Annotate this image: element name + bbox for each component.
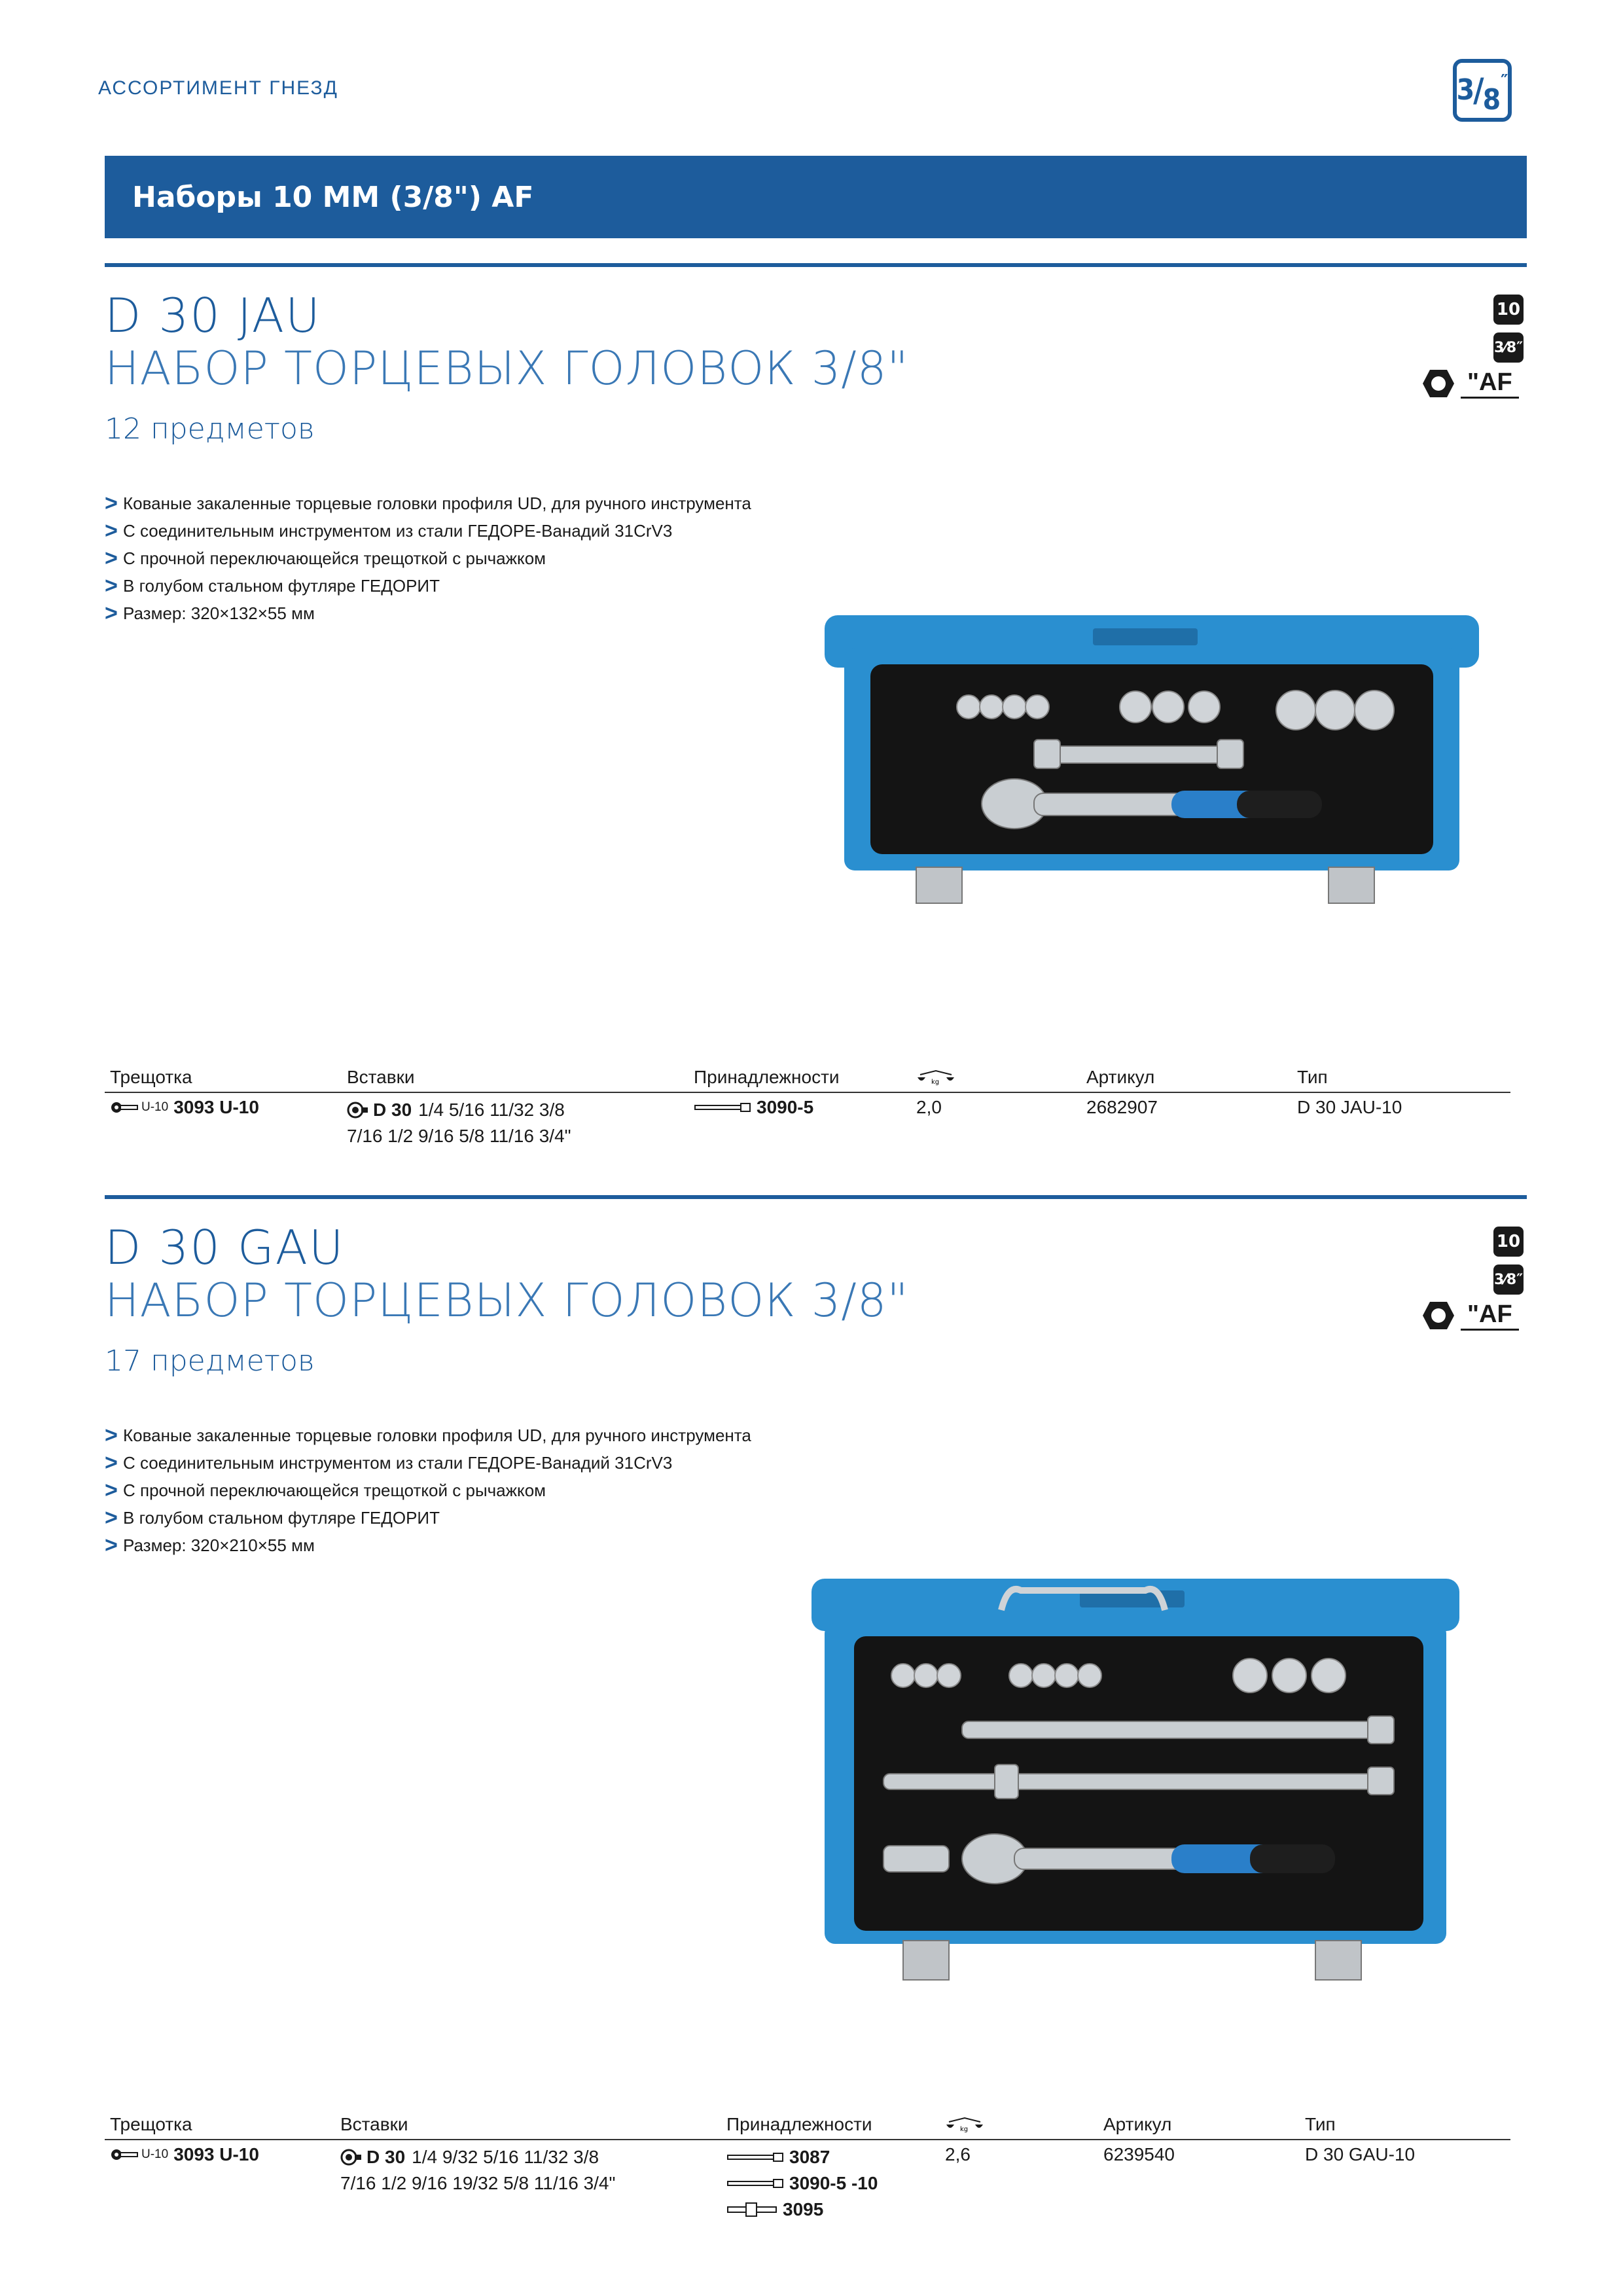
- table-cell-inserts: D 30 1/4 9/32 5/16 11/32 3/8 7/16 1/2 9/…: [340, 2147, 616, 2193]
- table-header-rule: [105, 1092, 1510, 1093]
- feature-list: >Кованые закаленные торцевые головки про…: [105, 1422, 751, 1559]
- table-cell-weight: 2,0: [916, 1097, 942, 1117]
- accessory-item: 3087: [726, 2144, 878, 2170]
- svg-text:kg: kg: [960, 2126, 968, 2133]
- col-header-article: Артикул: [1086, 1067, 1155, 1087]
- product-model: D 30 JAU: [105, 288, 321, 343]
- accessory-item: 3095: [726, 2197, 878, 2223]
- accessory-item: 3090-5 -10: [726, 2170, 878, 2197]
- af-label: "AF: [1461, 1300, 1519, 1331]
- col-header-article: Артикул: [1103, 2114, 1172, 2134]
- arrow-icon: >: [105, 1423, 118, 1448]
- spec-badges: 10: [1493, 295, 1524, 325]
- table-cell-ratchet: U-10 3093 U-10: [110, 2144, 259, 2165]
- socket-icon: [340, 2149, 361, 2166]
- extension-bar-icon: [694, 1103, 751, 1112]
- drive-badge: 3⁄8″: [1493, 332, 1524, 363]
- ratchet-icon: [111, 2149, 138, 2160]
- product-photo: [812, 1579, 1459, 1981]
- feature-item: >Кованые закаленные торцевые головки про…: [105, 1423, 751, 1448]
- extension-bar-icon: [727, 2179, 783, 2188]
- feature-item: >С прочной переключающейся трещоткой с р…: [105, 1478, 546, 1503]
- table-cell-accessories: 3087 3090-5 -10 3095: [726, 2144, 878, 2223]
- product-divider: [105, 1195, 1527, 1199]
- svg-text:kg: kg: [931, 1079, 939, 1086]
- size-badge: 10: [1493, 1227, 1524, 1257]
- extension-bar-icon: [727, 2153, 783, 2162]
- col-header-accessories: Принадлежности: [694, 1067, 840, 1087]
- af-label: "AF: [1461, 368, 1519, 399]
- ratchet-icon: [111, 1102, 138, 1113]
- scale-icon: kg: [946, 2117, 983, 2133]
- table-cell-article: 6239540: [1103, 2144, 1175, 2164]
- arrow-icon: >: [105, 1450, 118, 1475]
- table-cell-ratchet: U-10 3093 U-10: [110, 1097, 259, 1118]
- arrow-icon: >: [105, 518, 118, 543]
- feature-item: >С соединительным инструментом из стали …: [105, 518, 673, 543]
- table-header-rule: [105, 2139, 1510, 2140]
- hexagon-icon: [1423, 370, 1454, 397]
- product-photo: [825, 615, 1479, 904]
- af-badge: "AF: [1421, 1300, 1519, 1331]
- feature-item: >С прочной переключающейся трещоткой с р…: [105, 546, 546, 571]
- af-badge: "AF: [1421, 368, 1519, 399]
- drive-badge-box: 3⁄8″: [1493, 1265, 1524, 1295]
- product-divider: [105, 263, 1527, 267]
- table-cell-type: D 30 GAU-10: [1305, 2144, 1416, 2164]
- table-cell-type: D 30 JAU-10: [1297, 1097, 1402, 1117]
- arrow-icon: >: [105, 1478, 118, 1503]
- feature-item: >Размер: 320×210×55 мм: [105, 1533, 315, 1558]
- item-count: 17 предметов: [105, 1344, 315, 1378]
- scale-icon: kg: [918, 1069, 954, 1086]
- feature-item: >Размер: 320×132×55 мм: [105, 601, 315, 626]
- table-cell-inserts: D 30 1/4 5/16 11/32 3/8 7/16 1/2 9/16 5/…: [347, 1100, 571, 1146]
- arrow-icon: >: [105, 491, 118, 516]
- section-label: АССОРТИМЕНТ ГНЕЗД: [98, 77, 338, 99]
- table-cell-article: 2682907: [1086, 1097, 1158, 1117]
- drive-size-badge: 3/8″: [1453, 59, 1512, 122]
- product-subtitle: НАБОР ТОРЦЕВЫХ ГОЛОВОК 3/8": [105, 1274, 909, 1327]
- section-banner: Наборы 10 MM (3/8") AF: [105, 156, 1527, 238]
- product-model: D 30 GAU: [105, 1220, 345, 1275]
- t-handle-icon: [727, 2202, 777, 2217]
- drive-badge-box: 3⁄8″: [1493, 332, 1524, 363]
- col-header-inserts: Вставки: [347, 1067, 415, 1087]
- hexagon-icon: [1423, 1302, 1454, 1329]
- col-header-ratchet: Трещотка: [110, 1067, 192, 1087]
- spec-badges: 10: [1493, 1227, 1524, 1257]
- feature-item: >В голубом стальном футляре ГЕДОРИТ: [105, 1505, 440, 1530]
- arrow-icon: >: [105, 573, 118, 598]
- col-header-inserts: Вставки: [340, 2114, 408, 2134]
- feature-item: >С соединительным инструментом из стали …: [105, 1450, 673, 1475]
- col-header-ratchet: Трещотка: [110, 2114, 192, 2134]
- socket-icon: [347, 1102, 368, 1119]
- col-header-type: Тип: [1297, 1067, 1328, 1087]
- item-count: 12 предметов: [105, 412, 315, 446]
- table-cell-weight: 2,6: [945, 2144, 971, 2164]
- col-header-type: Тип: [1305, 2114, 1336, 2134]
- table-cell-accessories: 3090-5: [694, 1097, 813, 1118]
- size-badge: 10: [1493, 295, 1524, 325]
- arrow-icon: >: [105, 546, 118, 571]
- arrow-icon: >: [105, 601, 118, 626]
- product-subtitle: НАБОР ТОРЦЕВЫХ ГОЛОВОК 3/8": [105, 342, 909, 395]
- feature-item: >Кованые закаленные торцевые головки про…: [105, 491, 751, 516]
- arrow-icon: >: [105, 1533, 118, 1558]
- col-header-accessories: Принадлежности: [726, 2114, 872, 2134]
- feature-item: >В голубом стальном футляре ГЕДОРИТ: [105, 573, 440, 598]
- arrow-icon: >: [105, 1505, 118, 1530]
- drive-badge: 3⁄8″: [1493, 1265, 1524, 1295]
- feature-list: >Кованые закаленные торцевые головки про…: [105, 490, 751, 627]
